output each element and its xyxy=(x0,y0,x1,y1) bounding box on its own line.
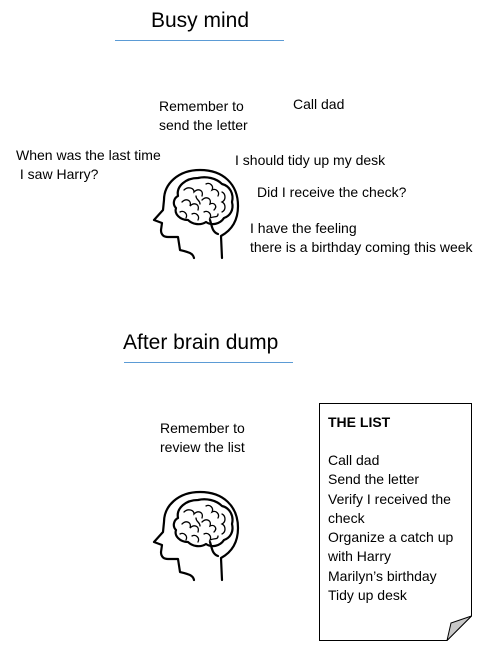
list-item: Organize a catch up with Harry xyxy=(328,529,454,565)
thought-check: Did I receive the check? xyxy=(257,184,407,200)
thought-call-dad: Call dad xyxy=(293,96,345,112)
head-brain-icon xyxy=(152,168,240,260)
list-item: Call dad xyxy=(328,452,380,468)
busy-mind-title: Busy mind xyxy=(151,9,250,32)
busy-mind-title-underline xyxy=(115,40,284,41)
list-title: THE LIST xyxy=(328,414,391,430)
reminder-review-list: Remember to review the list xyxy=(160,420,245,455)
head-brain-icon xyxy=(152,490,240,582)
list-item: Verify I received the check xyxy=(328,490,451,526)
thought-birthday: I have the feeling there is a birthday c… xyxy=(250,220,473,255)
list-item: Send the letter xyxy=(328,471,420,488)
folded-paper-shape xyxy=(319,403,472,641)
list-item: Tidy up desk xyxy=(328,587,407,604)
after-brain-dump-title: After brain dump xyxy=(123,331,279,354)
list-item: Marilyn’s birthday xyxy=(328,567,437,584)
thought-tidy-desk: I should tidy up my desk xyxy=(235,152,386,168)
thought-send-letter: Remember to send the letter xyxy=(159,98,248,133)
list-items: Call dad Send the letter Verify I receiv… xyxy=(328,451,468,605)
after-brain-dump-title-underline xyxy=(124,362,293,363)
the-list-card: THE LIST Call dad Send the letter Verify… xyxy=(319,403,472,641)
thought-harry: When was the last time I saw Harry? xyxy=(16,147,161,182)
